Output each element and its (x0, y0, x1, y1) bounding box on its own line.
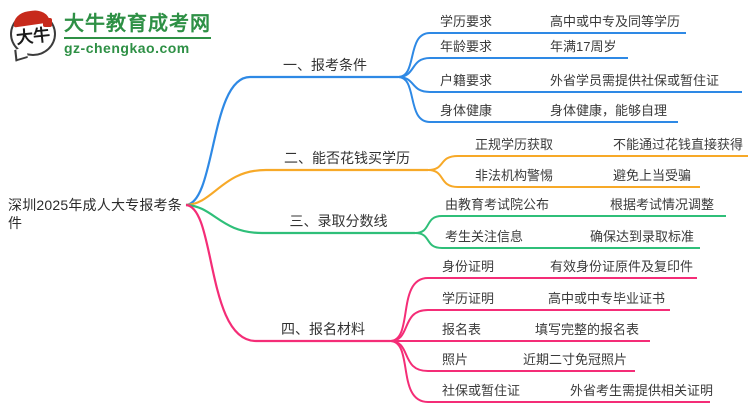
node-desc: 根据考试情况调整 (610, 197, 715, 212)
node-desc: 外省考生需提供相关证明 (570, 383, 714, 398)
branch3-title: 三、录取分数线 (289, 213, 388, 229)
node-label: 由教育考试院公布 (445, 197, 550, 212)
branch2-row2-line (427, 169, 700, 188)
node-label: 社保或暂住证 (442, 383, 521, 398)
logo-site-name: 大牛教育成考网 (64, 13, 211, 35)
root-topic: 深圳2025年成人大专报考条件 (8, 197, 182, 231)
node-label: 学历证明 (442, 291, 495, 306)
node-desc: 填写完整的报名表 (535, 322, 640, 337)
node-desc: 近期二寸免冠照片 (523, 352, 628, 367)
node-label: 身体健康 (440, 103, 493, 118)
node-label: 报名表 (442, 322, 482, 337)
node-desc: 身体健康，能够自理 (550, 103, 668, 118)
branch1-row4-line (397, 76, 678, 123)
site-logo: 大牛 大牛教育成考网 gz-chengkao.com (10, 8, 211, 62)
branch1-row2-line (397, 57, 628, 78)
node-label: 学历要求 (440, 14, 493, 29)
branch3-row2-line (414, 232, 700, 249)
node-label: 身份证明 (442, 259, 495, 274)
branch3-row1-line (414, 215, 726, 234)
node-desc: 不能通过花钱直接获得 (613, 137, 744, 152)
node-label: 正规学历获取 (475, 137, 554, 152)
node-desc: 确保达到录取标准 (590, 229, 695, 244)
branch1-main-line (185, 75, 398, 207)
node-desc: 高中或中专毕业证书 (548, 291, 666, 306)
node-label: 户籍要求 (440, 73, 493, 88)
node-label: 照片 (442, 352, 469, 367)
node-desc: 有效身份证原件及复印件 (550, 259, 694, 274)
branch2-title: 二、能否花钱买学历 (284, 150, 410, 166)
logo-text-block: 大牛教育成考网 gz-chengkao.com (64, 12, 211, 56)
node-desc: 外省学员需提供社保或暂住证 (550, 73, 720, 88)
branch1-title: 一、报考条件 (283, 57, 367, 73)
logo-site-url: gz-chengkao.com (64, 37, 211, 56)
branch4-row1-line (389, 277, 697, 342)
branch4-row2-line (389, 309, 670, 342)
branch3-main-line (185, 203, 415, 235)
node-desc: 避免上当受骗 (613, 168, 692, 183)
branch4-main-line (185, 203, 390, 343)
logo-red-seal-icon (43, 18, 52, 27)
node-label: 非法机构警惕 (475, 168, 554, 183)
node-desc: 高中或中专及同等学历 (550, 14, 681, 29)
node-desc: 年满17周岁 (550, 39, 617, 54)
node-label: 考生关注信息 (445, 229, 524, 244)
logo-bubble-icon: 大牛 (10, 8, 56, 62)
branch2-main-line (185, 168, 428, 207)
node-label: 年龄要求 (440, 39, 493, 54)
branch4-row5-line (389, 340, 710, 403)
branch4-title: 四、报名材料 (281, 321, 365, 337)
